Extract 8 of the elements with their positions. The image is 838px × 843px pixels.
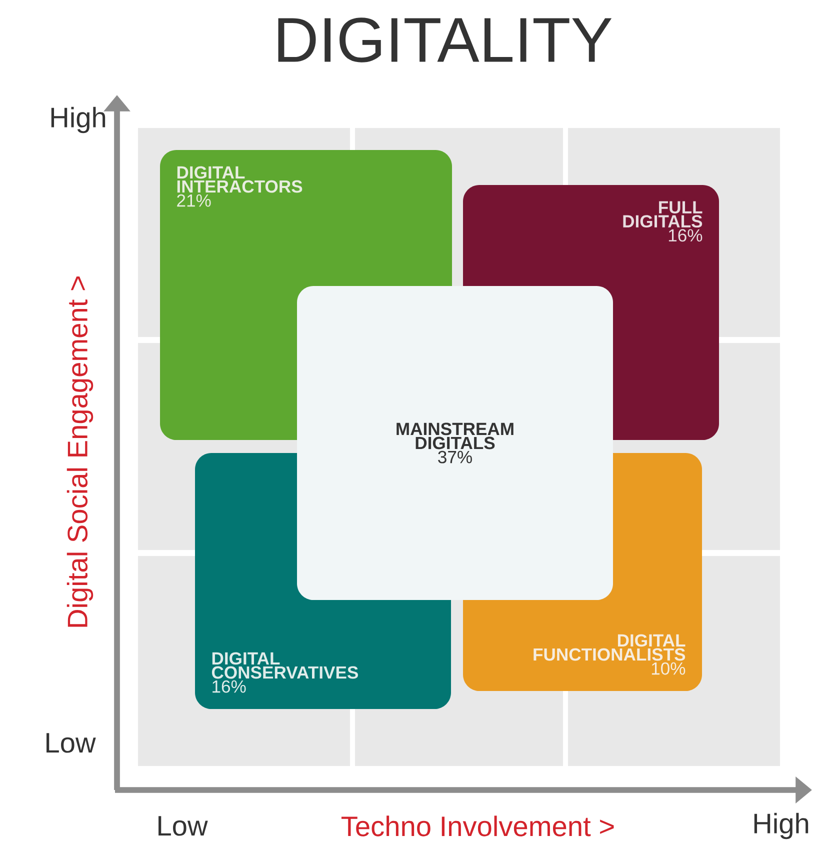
segment-box: MAINSTREAM DIGITALS 37% (297, 286, 613, 600)
axis-title: Techno Involvement > (341, 816, 614, 836)
title: DIGITALITY (278, 18, 612, 62)
axis-tick-label: High (754, 812, 808, 840)
axis-tick-label: Low (46, 733, 96, 753)
axis-tick-label: Low (158, 816, 208, 836)
axis-tick-label: High (51, 106, 106, 134)
axis-title: Digital Social Engagement > (66, 276, 94, 627)
